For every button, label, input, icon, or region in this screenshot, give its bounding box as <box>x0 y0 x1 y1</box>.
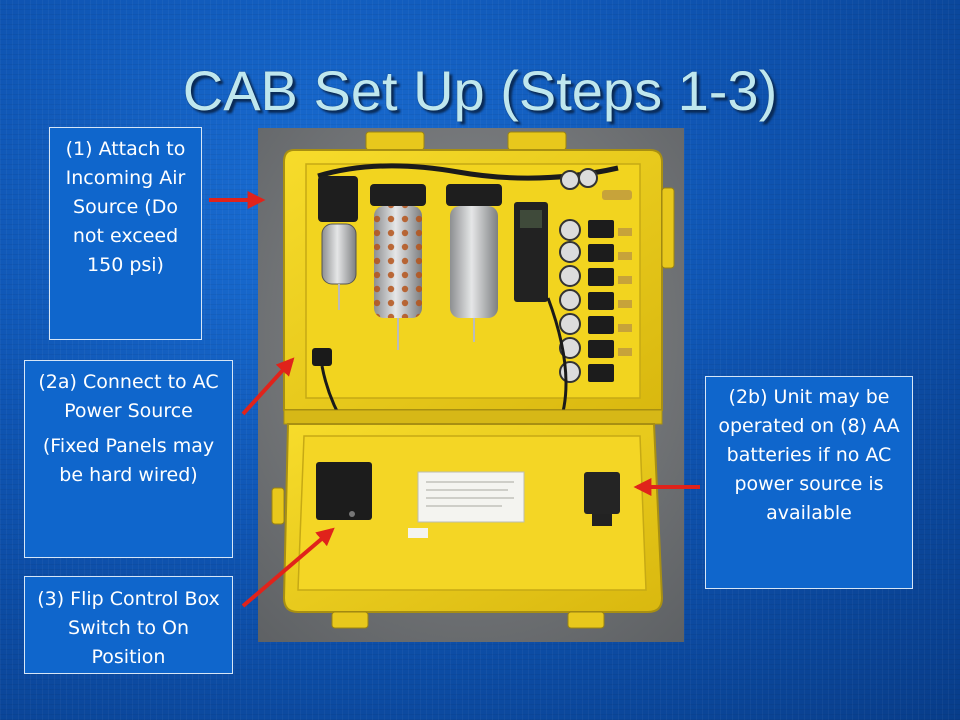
slide-title: CAB Set Up (Steps 1-3) <box>182 59 778 122</box>
callout-step-3-text: (3) Flip Control Box Switch to On Positi… <box>37 588 220 668</box>
callout-step-2a: (2a) Connect to AC Power Source (Fixed P… <box>24 360 233 558</box>
callout-step-2a-text: (2a) Connect to AC Power Source <box>38 371 219 422</box>
callout-step-2a-note: (Fixed Panels may be hard wired) <box>42 435 215 486</box>
cab-unit-photo <box>258 128 684 642</box>
cab-unit-illustration <box>258 128 684 642</box>
callout-step-3: (3) Flip Control Box Switch to On Positi… <box>24 576 233 674</box>
callout-step-2b-text: (2b) Unit may be operated on (8) AA batt… <box>718 386 900 524</box>
callout-step-1-text: (1) Attach to Incoming Air Source (Do no… <box>65 138 186 276</box>
callout-step-2b: (2b) Unit may be operated on (8) AA batt… <box>705 376 913 589</box>
callout-step-1: (1) Attach to Incoming Air Source (Do no… <box>49 127 202 340</box>
